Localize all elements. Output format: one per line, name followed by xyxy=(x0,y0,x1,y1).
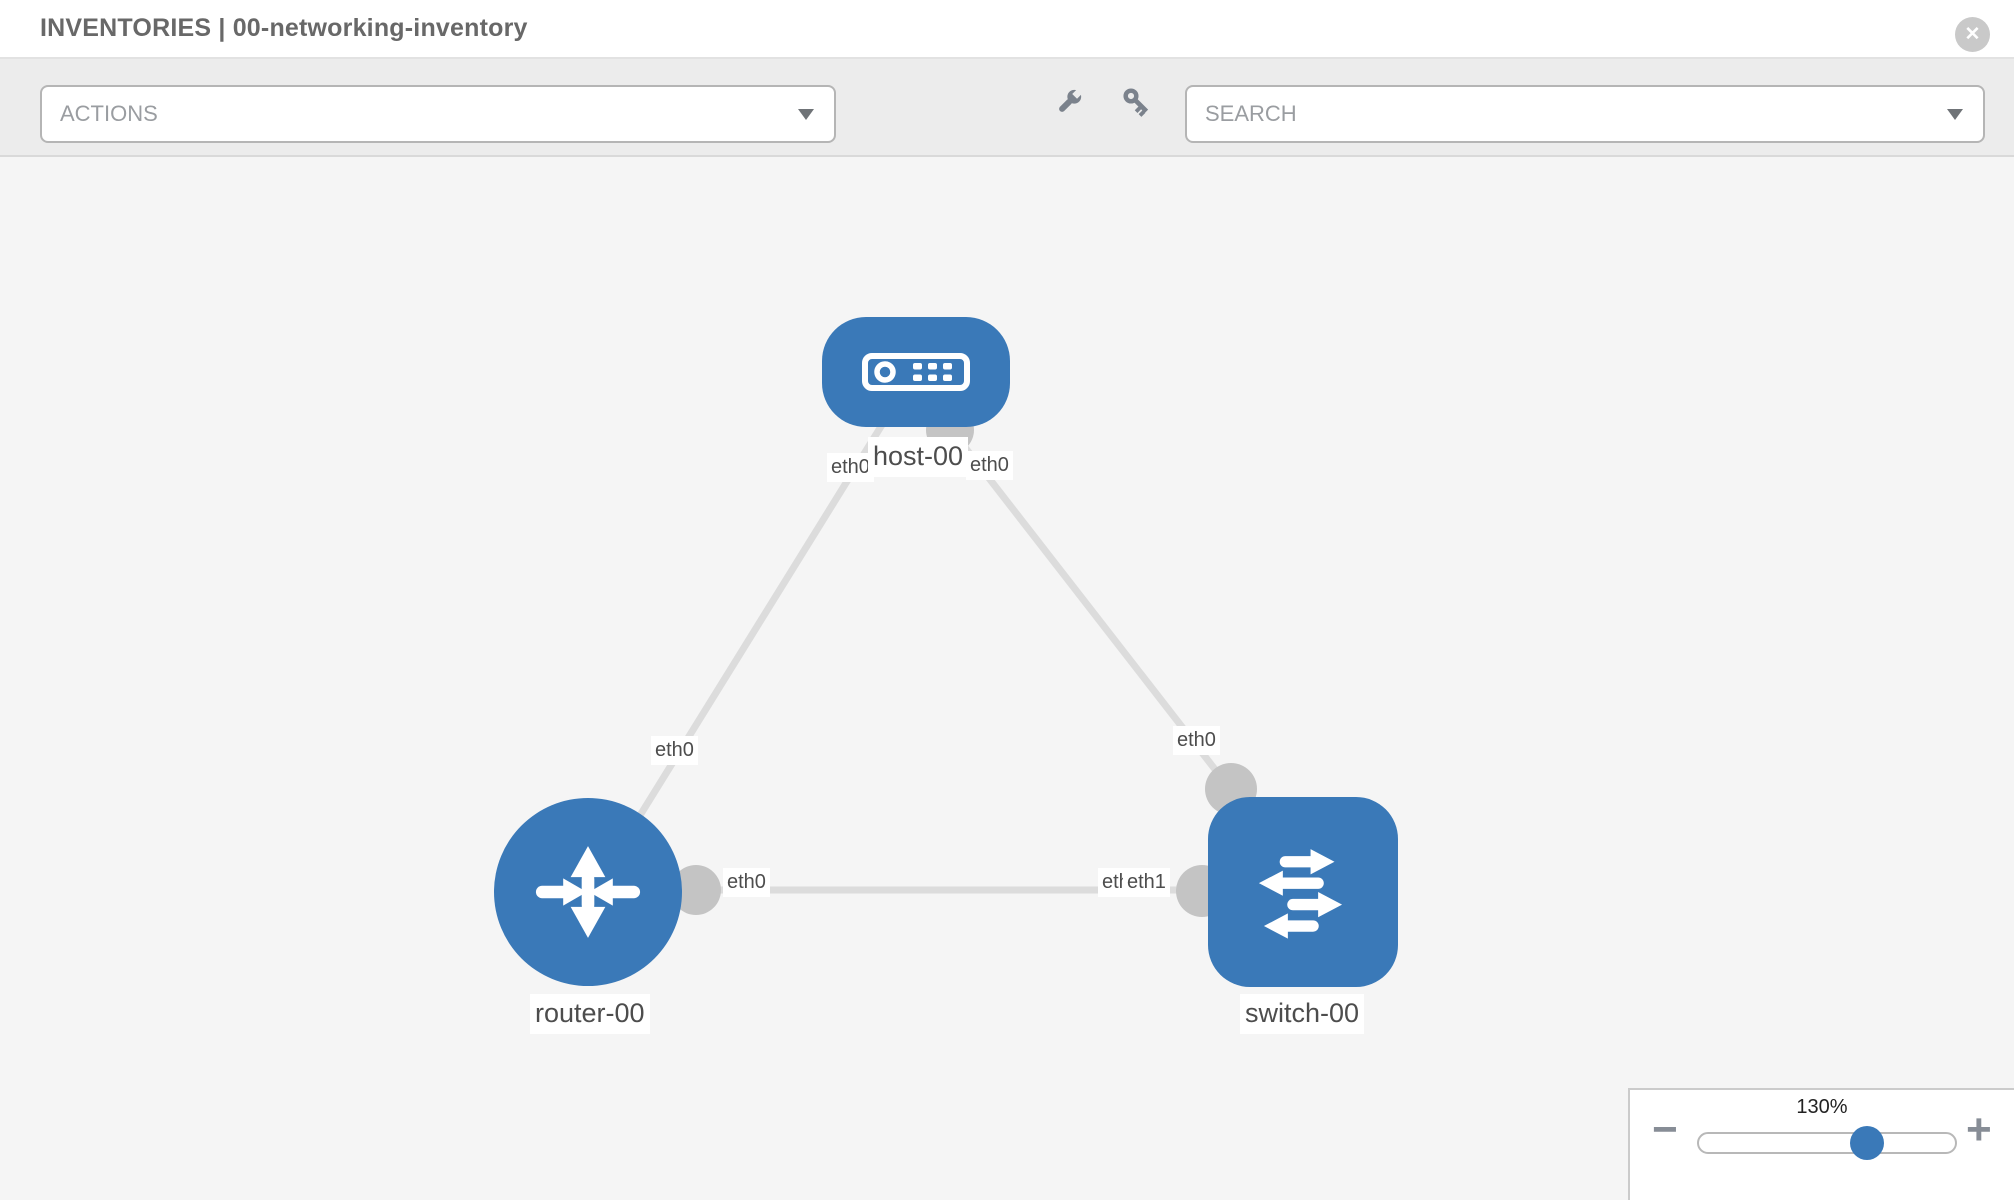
iface-label-switch-uplink: eth0 xyxy=(1173,726,1220,755)
switch-icon xyxy=(1258,849,1343,939)
iface-label-router-uplink: eth0 xyxy=(651,736,698,765)
app-header: INVENTORIES | 00-networking-inventory ✕ xyxy=(0,0,2014,59)
zoom-slider-thumb[interactable] xyxy=(1850,1126,1884,1160)
router-icon xyxy=(535,846,641,938)
actions-label: ACTIONS xyxy=(60,101,158,126)
actions-dropdown[interactable]: ACTIONS xyxy=(40,85,836,143)
zoom-slider[interactable] xyxy=(1697,1126,1957,1160)
zoom-out-button[interactable]: − xyxy=(1652,1105,1678,1154)
iface-label-switch-bottom-over: eth1 xyxy=(1123,868,1170,897)
node-router[interactable] xyxy=(494,798,682,986)
iface-label-host-right: eth0 xyxy=(966,451,1013,480)
iface-label-host-left: eth0 xyxy=(827,453,874,482)
zoom-in-button[interactable]: + xyxy=(1966,1105,1992,1154)
search-dropdown[interactable]: SEARCH xyxy=(1185,85,1985,143)
node-switch[interactable] xyxy=(1208,797,1398,987)
page-title: INVENTORIES | 00-networking-inventory xyxy=(40,14,528,42)
zoom-panel: 130% − + xyxy=(1628,1088,2014,1200)
zoom-value: 130% xyxy=(1796,1096,1848,1118)
toolbar: ACTIONS SEARCH xyxy=(0,59,2014,157)
wrench-icon[interactable] xyxy=(1052,83,1086,121)
node-host[interactable] xyxy=(822,317,1010,427)
topology-canvas[interactable] xyxy=(0,157,2014,1200)
node-label-router: router-00 xyxy=(530,994,650,1034)
caret-down-icon xyxy=(798,109,814,120)
close-icon: ✕ xyxy=(1964,24,1981,45)
iface-label-router-bottom: eth0 xyxy=(723,868,770,897)
caret-down-icon xyxy=(1947,109,1963,120)
iface-label-switch-bottom-under: eth0 xyxy=(1098,868,1123,897)
node-label-switch: switch-00 xyxy=(1240,994,1365,1034)
node-label-host: host-00 xyxy=(868,437,969,477)
key-icon[interactable] xyxy=(1120,83,1154,121)
close-button[interactable]: ✕ xyxy=(1955,17,1990,52)
search-label: SEARCH xyxy=(1205,101,1297,126)
host-icon xyxy=(862,353,970,391)
